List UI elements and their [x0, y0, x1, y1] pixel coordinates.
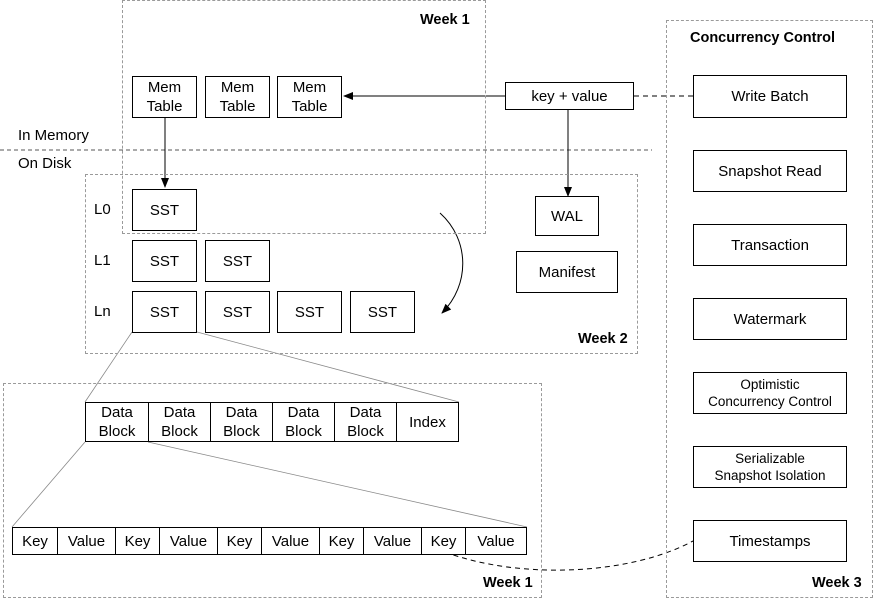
- memtable: Mem Table: [277, 76, 342, 118]
- data-block: Data Block: [148, 403, 210, 441]
- sst-ln: SST: [350, 291, 415, 333]
- in-memory-label: In Memory: [18, 127, 89, 144]
- week1-memory-region: [122, 0, 486, 234]
- kv-key-cell: Key: [22, 532, 48, 550]
- kv-key-cell: Key: [319, 528, 363, 554]
- sst-ln: SST: [277, 291, 342, 333]
- write-batch-box: Write Batch: [693, 75, 847, 118]
- compaction-arrow: [439, 212, 464, 314]
- sst-l1: SST: [132, 240, 197, 282]
- ssi-box: Serializable Snapshot Isolation: [693, 446, 847, 488]
- data-block: Data Block: [98, 404, 136, 440]
- sst-l0: SST: [132, 189, 197, 231]
- manifest-box: Manifest: [516, 251, 618, 293]
- block-expand-left: [11, 441, 86, 528]
- key-value-box: key + value: [505, 82, 634, 110]
- week3-concurrency-region: [666, 20, 873, 598]
- kv-value-cell: Value: [261, 528, 319, 554]
- sst-expand-right: [196, 331, 460, 403]
- data-block: Data Block: [210, 403, 272, 441]
- sst-ln: SST: [132, 291, 197, 333]
- block-expand-right: [147, 441, 528, 528]
- week3-title: Week 3: [812, 575, 862, 591]
- memtable: Mem Table: [205, 76, 270, 118]
- sst-ln: SST: [205, 291, 270, 333]
- sst-block-row: Data Block Data Block Data Block Data Bl…: [85, 402, 459, 442]
- occ-box: Optimistic Concurrency Control: [693, 372, 847, 414]
- on-disk-label: On Disk: [18, 155, 72, 172]
- sst-l1: SST: [205, 240, 270, 282]
- kv-key-cell: Key: [421, 528, 465, 554]
- kv-key-cell: Key: [217, 528, 261, 554]
- week2-disk-region: [85, 174, 638, 354]
- kv-key-cell: Key: [115, 528, 159, 554]
- data-block: Data Block: [334, 403, 396, 441]
- sst-expand-left: [84, 331, 133, 403]
- wal-box: WAL: [535, 196, 599, 236]
- kv-value-cell: Value: [159, 528, 217, 554]
- snapshot-read-box: Snapshot Read: [693, 150, 847, 192]
- transaction-box: Transaction: [693, 224, 847, 266]
- key-value-row: Key Value Key Value Key Value Key Value …: [12, 527, 527, 555]
- level-l1-label: L1: [94, 252, 111, 269]
- week1-top-title: Week 1: [420, 12, 470, 28]
- kv-value-cell: Value: [465, 528, 526, 554]
- timestamps-box: Timestamps: [693, 520, 847, 562]
- memtable: Mem Table: [132, 76, 197, 118]
- week1-bottom-title: Week 1: [483, 575, 533, 591]
- week2-title: Week 2: [578, 331, 628, 347]
- concurrency-title: Concurrency Control: [690, 30, 836, 46]
- watermark-box: Watermark: [693, 298, 847, 340]
- level-l0-label: L0: [94, 201, 111, 218]
- kv-value-cell: Value: [363, 528, 421, 554]
- level-ln-label: Ln: [94, 303, 111, 320]
- kv-value-cell: Value: [57, 528, 115, 554]
- week1-block-region: [3, 383, 542, 598]
- index-block: Index: [396, 403, 458, 441]
- data-block: Data Block: [272, 403, 334, 441]
